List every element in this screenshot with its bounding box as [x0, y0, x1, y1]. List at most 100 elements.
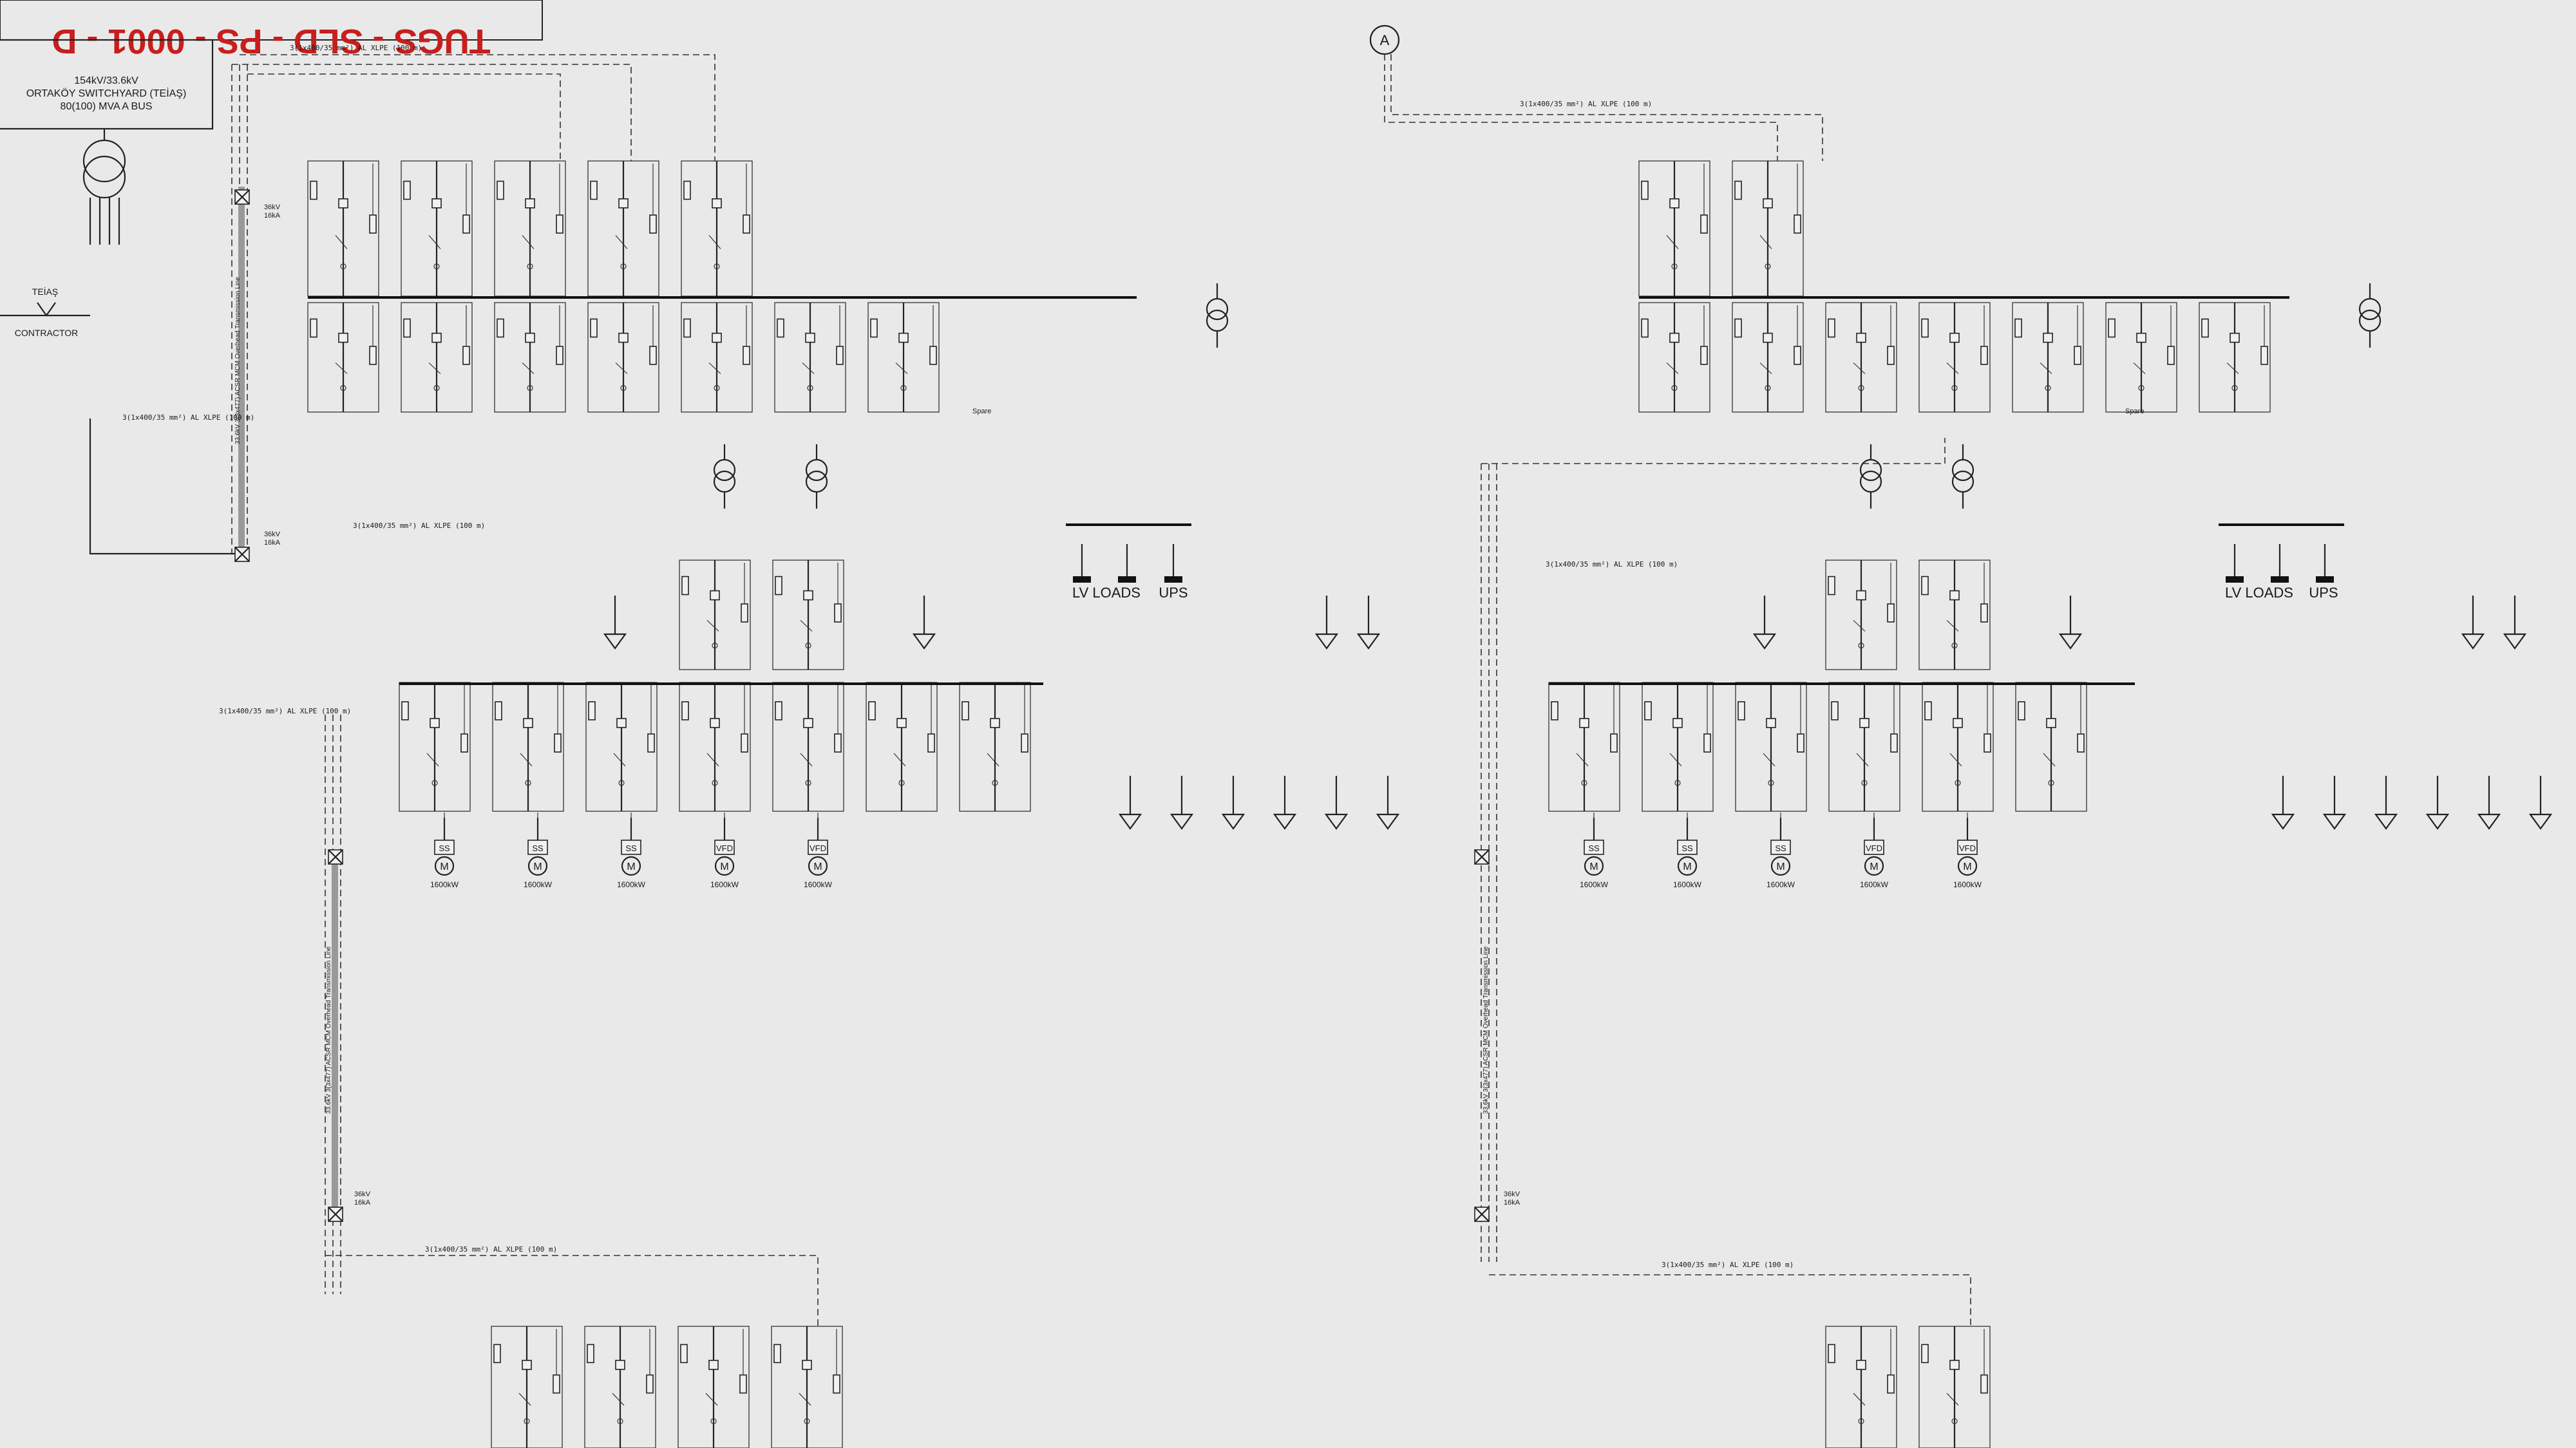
switchgear-panel: [1825, 302, 1897, 413]
switchgear-panel: [867, 302, 940, 413]
lv-load-icon: [2316, 544, 2334, 583]
switchgear-panel: [1918, 302, 1991, 413]
feeder-cable-label-right-top: 3(1x400/35 mm²) AL XLPE (100 m): [1520, 100, 1652, 108]
switchgear-panel: [681, 302, 753, 413]
load-triangle-icon: [1752, 596, 1777, 650]
breaker-ka: 16kA: [1504, 1199, 1520, 1207]
ups-label: UPS: [2309, 585, 2338, 601]
motor-icon: M: [1589, 861, 1598, 872]
switchgear-panel: [494, 302, 566, 413]
load-triangle-icon: [912, 596, 936, 650]
feeder-cable-label-right-mid: 3(1x400/35 mm²) AL XLPE (100 m): [1546, 560, 1678, 569]
switchgear-panel: [587, 160, 659, 297]
feeder-cable-label-top: 3(1x400/35 mm²) AL XLPE (100 m): [290, 44, 422, 52]
lv-load-icon: [2271, 544, 2289, 583]
motor-starter-type: SS: [1681, 843, 1693, 853]
lv-load-icon: [1118, 544, 1136, 583]
owner-teias-label: TEİAŞ: [32, 286, 58, 297]
left-cable-bundle: 3(1x400/35 mm²) AL XLPE (100 m) 3(1x400/…: [89, 44, 715, 715]
load-triangle-icon: [1273, 776, 1297, 830]
switchgear-panel: [1642, 682, 1714, 812]
motor-power: 1600kW: [1860, 880, 1889, 889]
breaker-mid-left: 36kV 16kA: [234, 531, 281, 562]
load-triangle-icon: [1356, 596, 1381, 650]
feeder-cable-label-mid: 3(1x400/35 mm²) AL XLPE (100 m): [122, 413, 254, 422]
motor-power: 1600kW: [1766, 880, 1795, 889]
load-triangle-icon: [2271, 776, 2295, 830]
transformer-icon: [713, 444, 736, 509]
breaker-top-left: 36kV 16kA: [234, 189, 281, 220]
feeder-cable-label-lower: 3(1x400/35 mm²) AL XLPE (100 m): [219, 707, 351, 715]
switchgear-panel: [1922, 682, 1994, 812]
switchgear-layer: [307, 160, 2553, 1448]
switchgear-panel: [2012, 302, 2084, 413]
breaker-kv: 36kV: [264, 203, 281, 211]
source-switchyard: 154kV/33.6kV ORTAKÖY SWITCHYARD (TEİAŞ) …: [0, 39, 214, 338]
switchgear-panel: [679, 559, 751, 670]
load-triangle-icon: [2322, 776, 2347, 830]
owner-contractor-label: CONTRACTOR: [15, 328, 79, 338]
breaker-ka: 16kA: [264, 539, 281, 547]
load-triangle-icon: [2503, 596, 2527, 650]
switchgear-panel: [1548, 682, 1620, 812]
motor-starter-type: SS: [1775, 843, 1786, 853]
motor-starter-type: VFD: [1866, 843, 1882, 853]
motor-icon: M: [720, 861, 728, 872]
motor-power: 1600kW: [710, 880, 739, 889]
switchgear-panel: [1732, 302, 1804, 413]
switchgear-panel: [1732, 160, 1804, 297]
motor-starter-type: VFD: [716, 843, 733, 853]
load-triangle-icon: [1170, 776, 1194, 830]
load-triangle-icon: [2528, 776, 2553, 830]
switchgear-panel: [585, 682, 658, 812]
lv-loads-label: LV LOADS: [2225, 585, 2293, 601]
feeder-cable-label-bus: 3(1x400/35 mm²) AL XLPE (100 m): [353, 522, 485, 530]
lv-load-icon: [1164, 544, 1182, 583]
overhead-line-label-1: 33.6kV 3(3x477) ACSR MCM Overhead Transm…: [234, 277, 242, 445]
left-lower-cable-bundle: 36kV 16kA 33.6kV 3(3x477) ACSR MCM Overh…: [325, 715, 819, 1326]
breaker-ka: 16kA: [354, 1199, 371, 1207]
ups-label: UPS: [1159, 585, 1188, 601]
load-triangle-icon: [2058, 596, 2083, 650]
marker-a-label: A: [1380, 32, 1390, 48]
motor-icon: M: [1683, 861, 1691, 872]
transformer-icon: [1951, 444, 1975, 509]
switchgear-panel: [772, 682, 844, 812]
motor-power: 1600kW: [524, 880, 553, 889]
switchgear-panel: [2199, 302, 2271, 413]
switchgear-panel: [677, 1326, 750, 1448]
motor-icon: M: [627, 861, 635, 872]
motor-icon: M: [440, 861, 448, 872]
switchgear-panel: [866, 682, 938, 812]
motor-power: 1600kW: [804, 880, 833, 889]
spare-label-left: Spare: [972, 408, 991, 415]
lv-load-icon: [1073, 544, 1091, 583]
load-triangle-icon: [1314, 596, 1339, 650]
motor-starter-type: SS: [625, 843, 637, 853]
switchgear-panel: [584, 1326, 656, 1448]
source-transformer-icon: [82, 129, 126, 245]
breaker-ka: 16kA: [264, 212, 281, 220]
motor-power: 1600kW: [1673, 880, 1702, 889]
load-triangle-icon: [2461, 596, 2485, 650]
load-triangle-icon: [2374, 776, 2398, 830]
switchgear-panel: [307, 302, 379, 413]
source-bus: 80(100) MVA A BUS: [61, 101, 153, 112]
switchgear-panel: [1735, 682, 1807, 812]
title-block: TUGS - SLD - PS - 0001 - D: [0, 0, 543, 61]
load-triangle-icon: [2425, 776, 2450, 830]
switchgear-panel: [772, 559, 844, 670]
motor-starter-type: SS: [439, 843, 450, 853]
switchgear-panel: [1638, 302, 1710, 413]
switchgear-panel: [1638, 160, 1710, 297]
switchgear-panel: [494, 160, 566, 297]
switchgear-panel: [492, 682, 564, 812]
motor-feeder: SS M 1600kW: [1673, 818, 1702, 889]
